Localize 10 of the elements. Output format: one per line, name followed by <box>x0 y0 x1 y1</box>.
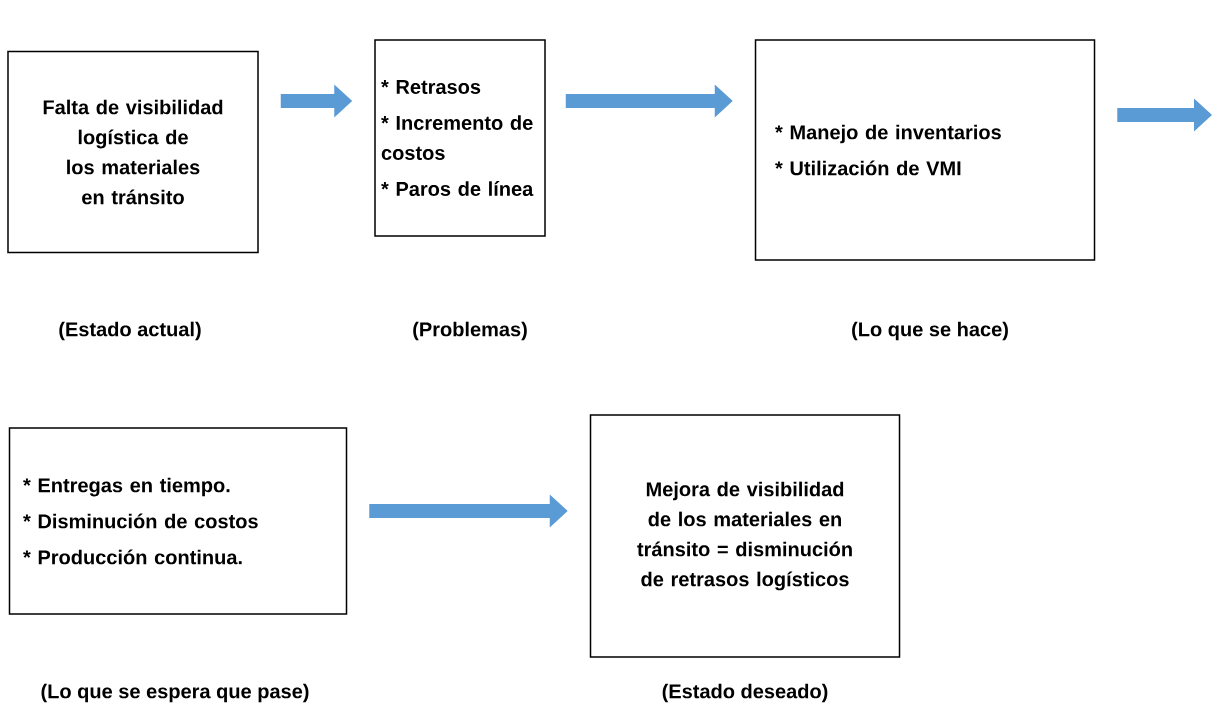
text-box: * Entregas en tiempo. * Disminución de costos * Producción continua. <box>8 427 348 615</box>
stage-label: (Estado deseado) <box>662 683 828 703</box>
stage-label: (Problemas) <box>413 321 527 341</box>
text-box: * Retrasos * Incremento de costos * Paros de línea <box>374 39 546 237</box>
stage-label: (Lo que se espera que pase) <box>41 683 309 703</box>
text-box: * Manejo de inventarios * Utilización de VMI <box>754 39 1096 261</box>
text-box: Mejora de visibilidad de los materiales en tránsito = disminución de retrasos logísticos <box>589 414 901 658</box>
stage-label: (Estado actual) <box>59 321 201 341</box>
text-box: Falta de visibilidad logística de los materiales en tránsito <box>7 50 259 254</box>
stage-label: (Lo que se hace) <box>852 321 1008 341</box>
